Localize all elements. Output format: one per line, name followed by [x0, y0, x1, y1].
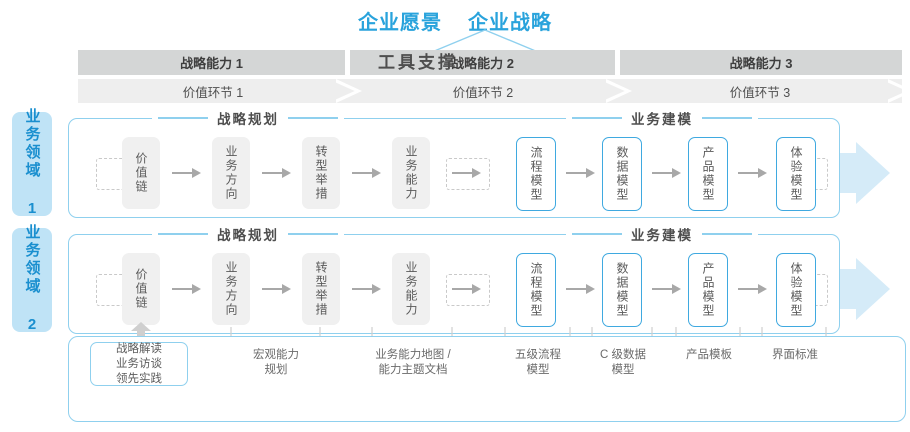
domain-1-arrow-2 — [262, 168, 292, 178]
domain-2-arrow-5 — [566, 284, 596, 294]
tool-support-container — [68, 336, 906, 422]
domain-1-arrow-4 — [452, 168, 482, 178]
enterprise-strategy-title: 企业战略 — [468, 11, 552, 34]
capability-cell-1[interactable]: 战略能力 1 — [78, 50, 345, 75]
domain-1-arrow-5 — [566, 168, 596, 178]
domain-1-node-7[interactable]: 产品模型 — [688, 137, 728, 211]
domain-2-dash-mid — [446, 274, 490, 306]
tool-annotation-4: C 级数据 模型 — [600, 349, 646, 376]
domain-1-section-1-title: 战略规划 — [217, 112, 279, 127]
domain-2-side-label: 业务领域 2 — [12, 224, 52, 336]
domain-2-node-1[interactable]: 价值链 — [122, 253, 160, 325]
value-cell-1[interactable]: 价值环节 1 — [78, 79, 348, 103]
domain-2-node-4[interactable]: 业务能力 — [392, 253, 430, 325]
domain-2-node-7[interactable]: 产品模型 — [688, 253, 728, 327]
tool-annotation-3: 五级流程 模型 — [515, 349, 561, 376]
domain-1-node-1[interactable]: 价值链 — [122, 137, 160, 209]
domain-2-node-8[interactable]: 体验模型 — [776, 253, 816, 327]
strategic-capability-band: 战略能力 1 战略能力 2 战略能力 3 — [78, 50, 902, 75]
domain-2-arrow-6 — [652, 284, 682, 294]
capability-cell-3[interactable]: 战略能力 3 — [620, 50, 902, 75]
value-cell-2[interactable]: 价值环节 2 — [348, 79, 618, 103]
domain-1-side-label: 业务领域 1 — [12, 108, 52, 220]
title-vee-connector — [431, 29, 539, 53]
domain-1-node-8[interactable]: 体验模型 — [776, 137, 816, 211]
domain-1-node-5[interactable]: 流程模型 — [516, 137, 556, 211]
domain-1-arrow-1 — [172, 168, 202, 178]
enterprise-vision-title: 企业愿景 — [358, 11, 442, 34]
domain-1-arrow-7 — [738, 168, 768, 178]
domain-2-node-6[interactable]: 数据模型 — [602, 253, 642, 327]
value-cell-3[interactable]: 价值环节 3 — [618, 79, 902, 103]
tool-annotation-6: 界面标准 — [772, 349, 818, 361]
domain-1-section-2-legend: 业务建模 — [566, 110, 758, 127]
domain-2-section-2-legend: 业务建模 — [566, 226, 758, 243]
domain-1-arrow-6 — [652, 168, 682, 178]
domain-1-node-3[interactable]: 转型举措 — [302, 137, 340, 209]
domain-1-node-2[interactable]: 业务方向 — [212, 137, 250, 209]
domain-1-flow-arrowhead — [856, 142, 890, 204]
tool-annotation-1: 宏观能力 规划 — [253, 349, 299, 376]
domain-1-section-1-legend: 战略规划 — [152, 110, 344, 127]
tool-annotation-5: 产品模板 — [686, 349, 732, 361]
domain-1-node-6[interactable]: 数据模型 — [602, 137, 642, 211]
domain-1-dash-mid — [446, 158, 490, 190]
domain-1-node-4[interactable]: 业务能力 — [392, 137, 430, 209]
domain-1-side-label-text: 业务领域 1 — [23, 108, 41, 220]
domain-1-flow-band-dark — [838, 153, 856, 193]
value-segment-band: 价值环节 1 价值环节 2 价值环节 3 — [78, 79, 910, 103]
domain-2-arrow-7 — [738, 284, 768, 294]
domain-2-section-1-title: 战略规划 — [217, 228, 279, 243]
domain-1-section-2-title: 业务建模 — [631, 112, 693, 127]
domain-2-flow-arrowhead — [856, 258, 890, 320]
domain-2-node-5[interactable]: 流程模型 — [516, 253, 556, 327]
domain-2-section-2-title: 业务建模 — [631, 228, 693, 243]
domain-2-arrow-1 — [172, 284, 202, 294]
domain-2-arrow-4 — [452, 284, 482, 294]
domain-1-arrow-3 — [352, 168, 382, 178]
tool-support-title: 工具支撑 — [378, 53, 458, 72]
domain-2-arrow-3 — [352, 284, 382, 294]
domain-2-section-1-legend: 战略规划 — [152, 226, 344, 243]
diagram-title: 企业愿景 企业战略 — [0, 4, 910, 36]
capability-cell-2[interactable]: 战略能力 2 — [350, 50, 615, 75]
domain-2-side-label-text: 业务领域 2 — [23, 224, 41, 336]
tool-annotation-2: 业务能力地图 / 能力主题文档 — [375, 349, 451, 376]
domain-2-node-2[interactable]: 业务方向 — [212, 253, 250, 325]
domain-2-arrow-2 — [262, 284, 292, 294]
domain-2-node-3[interactable]: 转型举措 — [302, 253, 340, 325]
tool-highlight-box[interactable]: 战略解读 业务访谈 领先实践 — [90, 342, 188, 386]
domain-2-flow-band-dark — [838, 269, 856, 309]
